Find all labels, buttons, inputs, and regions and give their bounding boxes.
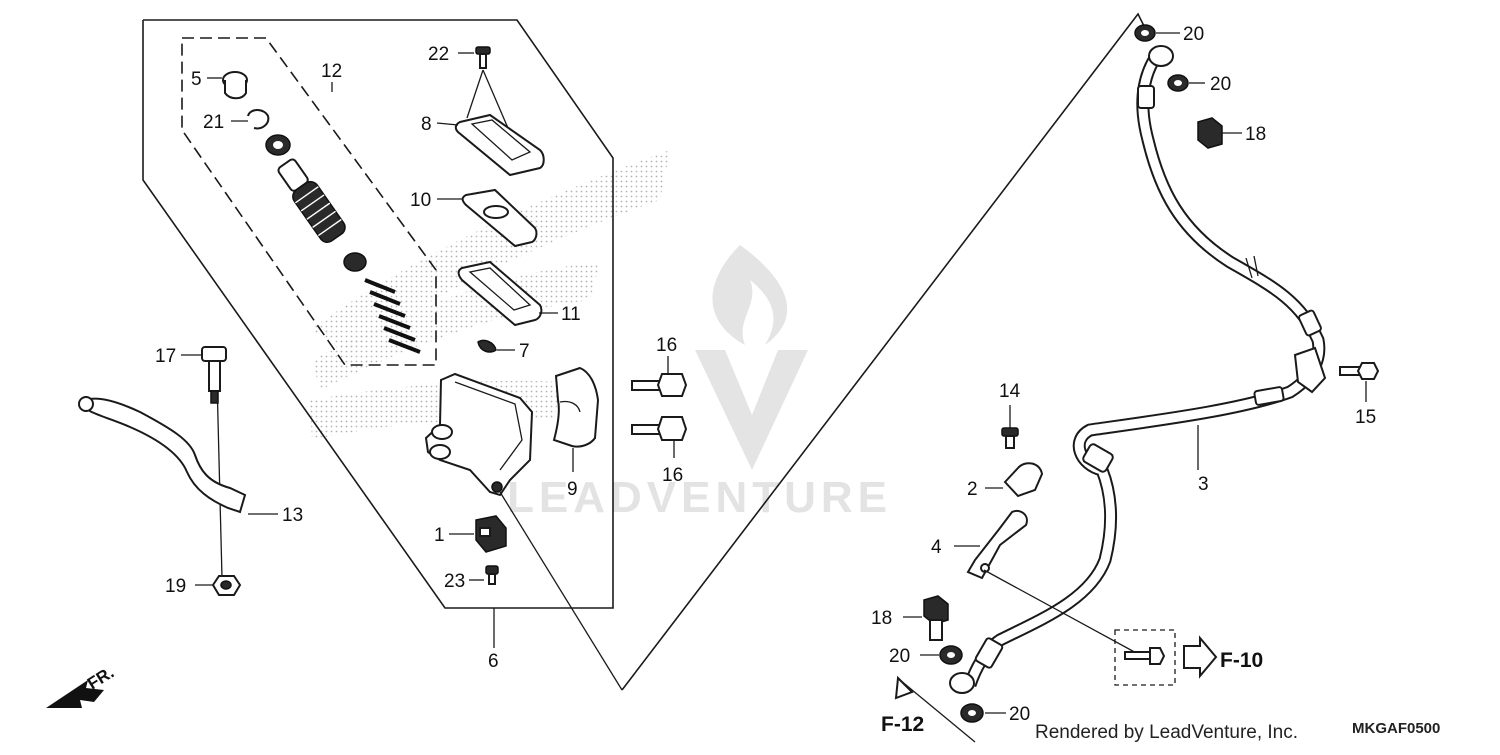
callout-7: 7 bbox=[519, 341, 530, 362]
callout-20c: 20 bbox=[889, 646, 910, 667]
callout-6: 6 bbox=[488, 651, 499, 672]
callout-3: 3 bbox=[1198, 474, 1209, 495]
bolt-15 bbox=[1339, 362, 1380, 402]
callout-1: 1 bbox=[434, 525, 445, 546]
brake-lever-assembly bbox=[78, 346, 278, 596]
callout-12: 12 bbox=[321, 61, 342, 82]
callout-10: 10 bbox=[410, 190, 431, 211]
callout-8: 8 bbox=[421, 114, 432, 135]
callout-13: 13 bbox=[282, 505, 303, 526]
callout-2: 2 bbox=[967, 479, 978, 500]
master-cylinder-group bbox=[142, 19, 623, 691]
diagram-code: MKGAF0500 bbox=[1352, 720, 1440, 737]
f12-label[interactable]: F-12 bbox=[881, 713, 924, 736]
leadventure-logo-watermark bbox=[695, 245, 808, 470]
callout-5: 5 bbox=[191, 69, 202, 90]
clamp-bolts bbox=[631, 356, 688, 458]
callout-11: 11 bbox=[561, 304, 581, 325]
rendered-by-credit: Rendered by LeadVenture, Inc. bbox=[1035, 722, 1298, 743]
front-direction-arrow: FR. bbox=[46, 663, 117, 708]
f10-reference[interactable]: F-10 bbox=[1114, 629, 1263, 686]
upper-fittings bbox=[1134, 24, 1242, 149]
f12-reference[interactable]: F-12 bbox=[881, 675, 976, 743]
f10-label[interactable]: F-10 bbox=[1220, 649, 1263, 672]
callout-20d: 20 bbox=[1009, 704, 1030, 725]
callout-17: 17 bbox=[155, 346, 176, 367]
callout-15: 15 bbox=[1355, 407, 1376, 428]
callout-numbers: 1 2 3 4 5 6 7 8 9 10 11 12 13 14 15 16 1… bbox=[155, 24, 1376, 725]
callout-16b: 16 bbox=[662, 465, 683, 486]
callout-20b: 20 bbox=[1210, 74, 1231, 95]
watermark-text: LEADVENTURE bbox=[507, 473, 892, 522]
callout-16a: 16 bbox=[656, 335, 677, 356]
lower-fittings bbox=[903, 595, 1006, 723]
callout-14: 14 bbox=[999, 381, 1021, 402]
callout-23: 23 bbox=[444, 571, 465, 592]
hose-clamp-brackets bbox=[954, 405, 1141, 656]
brake-hose-assembly bbox=[949, 45, 1327, 694]
callout-22: 22 bbox=[428, 44, 449, 65]
callout-20a: 20 bbox=[1183, 24, 1204, 45]
callout-21: 21 bbox=[203, 112, 224, 133]
callout-4: 4 bbox=[931, 537, 942, 558]
callout-9: 9 bbox=[567, 479, 578, 500]
callout-19: 19 bbox=[165, 576, 186, 597]
callout-18b: 18 bbox=[871, 608, 892, 629]
callout-18a: 18 bbox=[1245, 124, 1266, 145]
